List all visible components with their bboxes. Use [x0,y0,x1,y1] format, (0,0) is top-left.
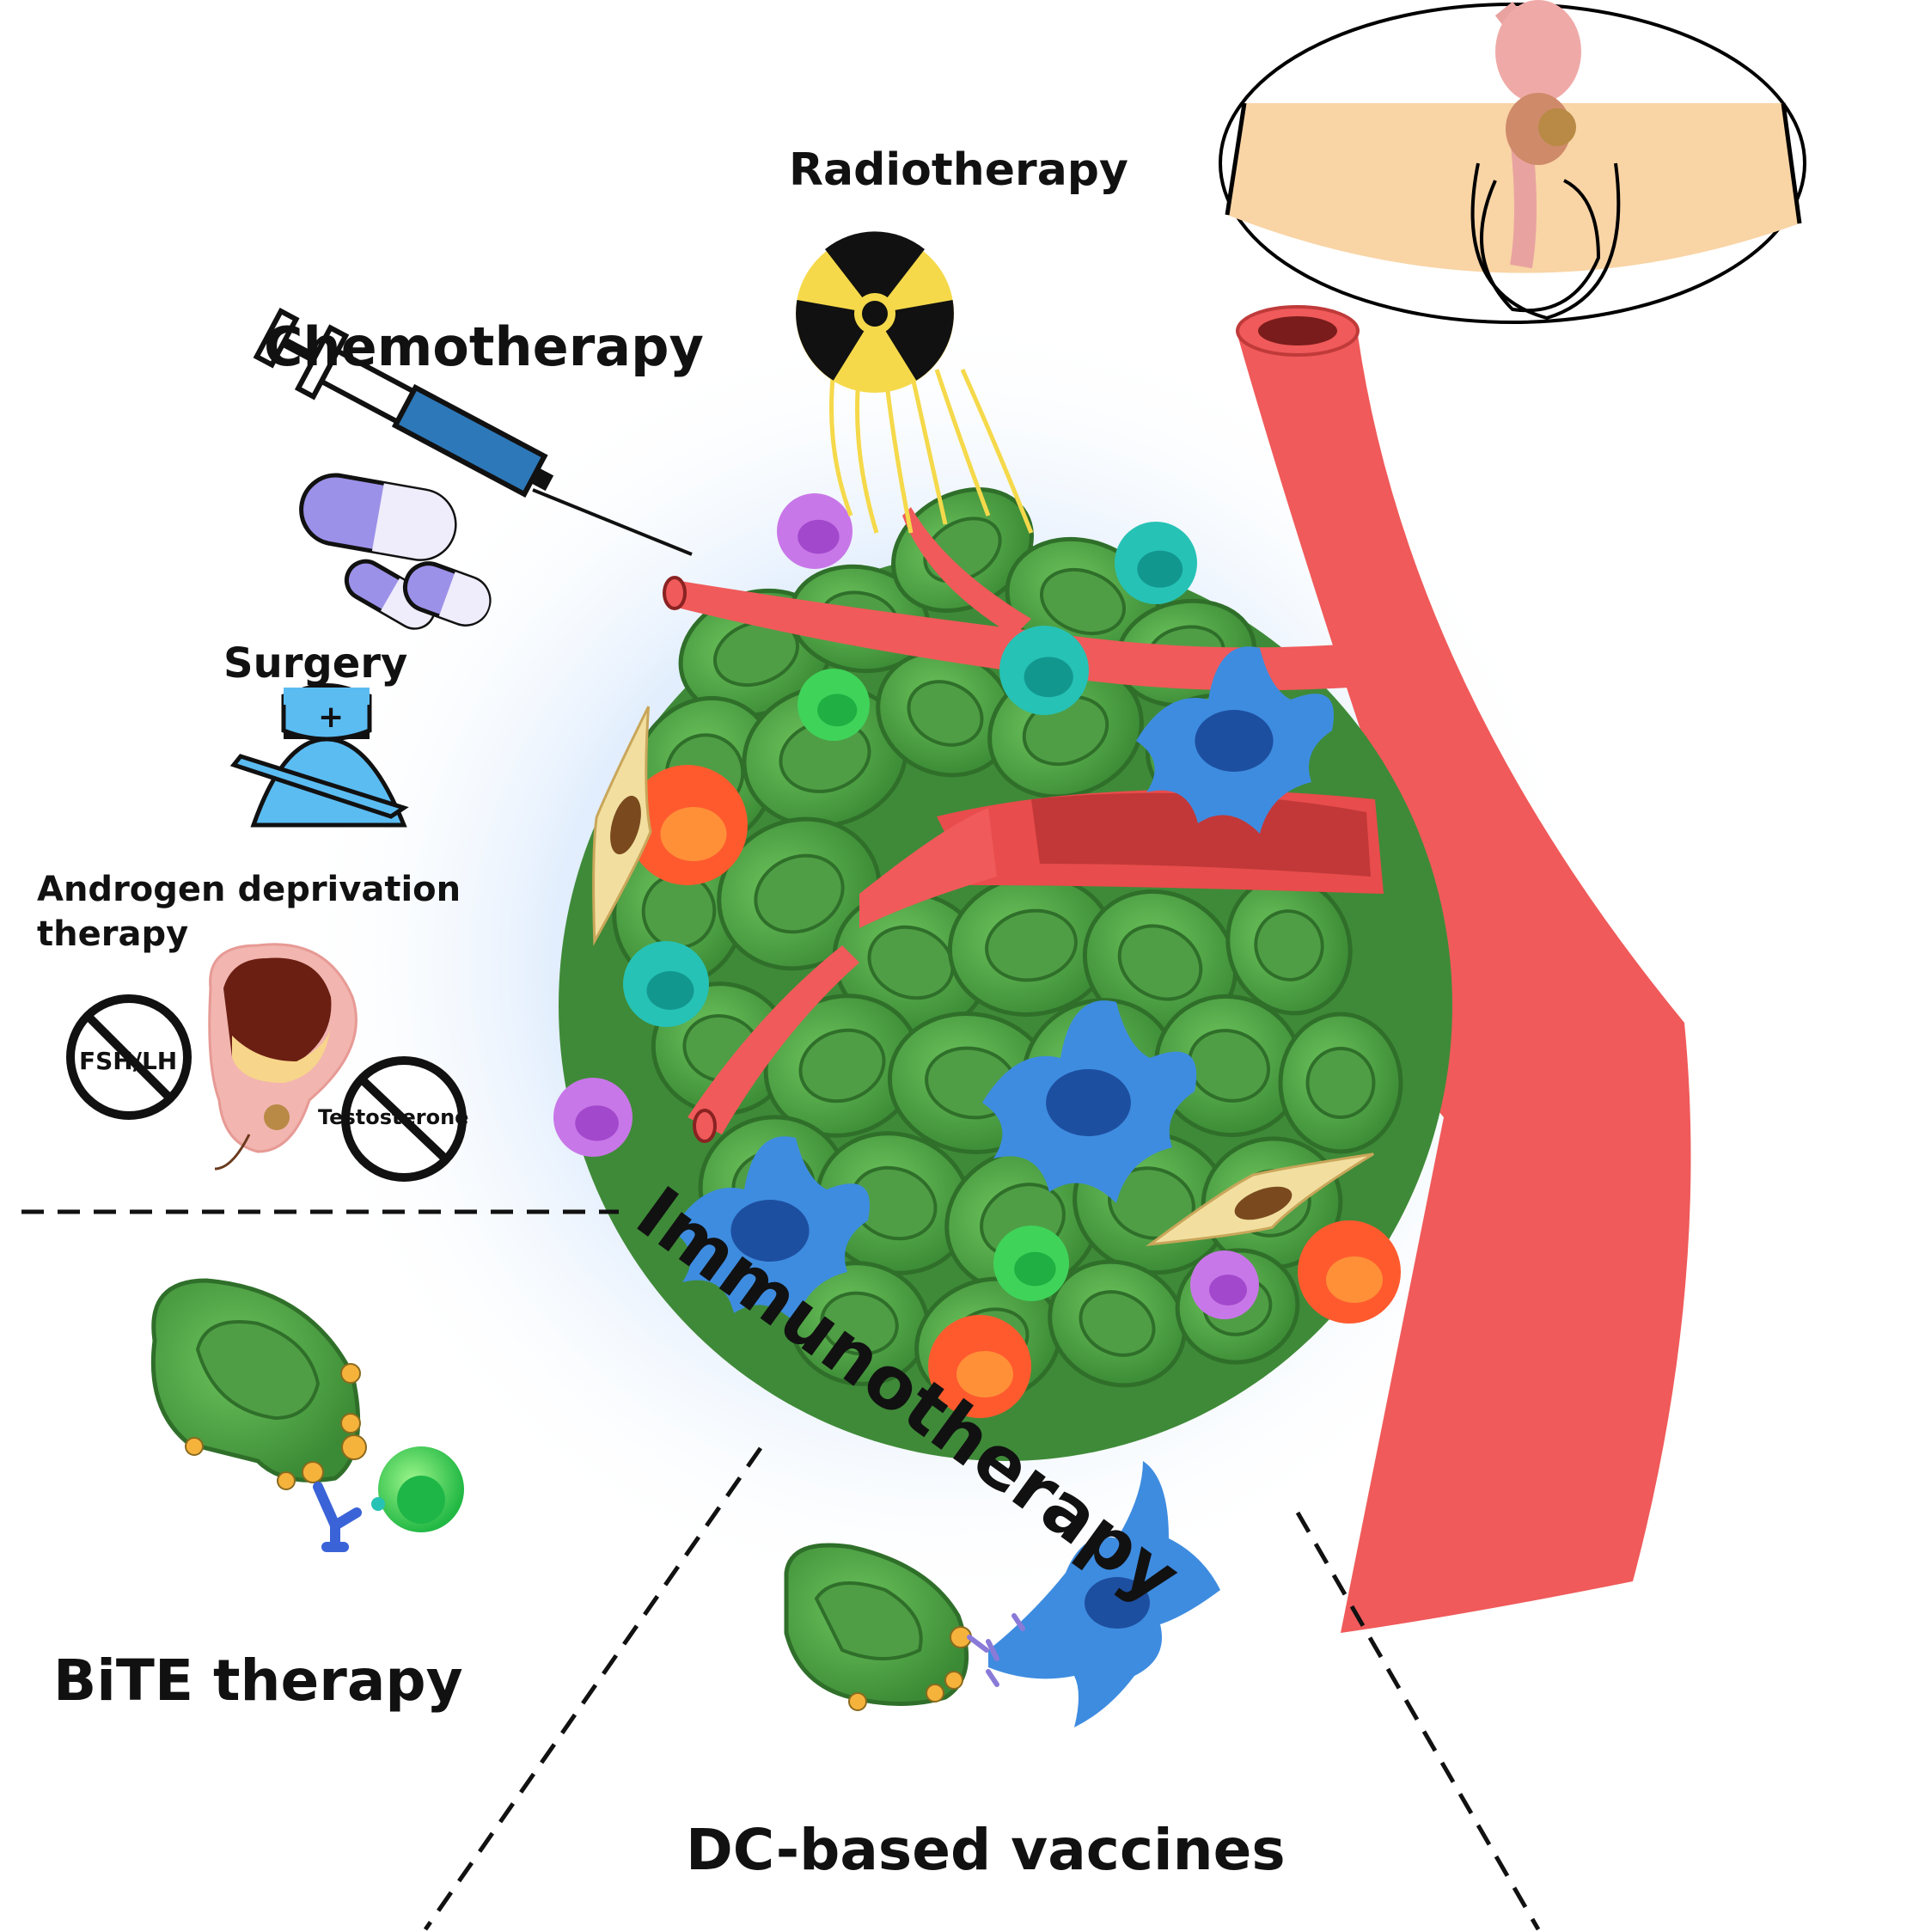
blood-vessel [1236,305,1691,1633]
macrophage-cell [623,941,709,1027]
neutrophil-cell [553,1078,632,1157]
red-blood-cell [928,1315,1031,1418]
prostate-icon [208,943,358,1171]
adt-label-line2: therapy [37,914,188,954]
adt-label-line1: Androgen deprivation [37,870,461,909]
fibroblast-cell [592,706,652,946]
fibroblast-cell [1146,1152,1374,1246]
tumor-cell [1048,1259,1187,1388]
bite-therapy-label: BiTE therapy [53,1648,463,1714]
prohibition-icon [66,994,467,1182]
bite-illustration [150,1278,464,1552]
red-blood-cell [627,765,748,885]
tumor-cell [876,649,1015,778]
tumor-cell [832,890,990,1035]
fsh-lh-label: FSH/LH [79,1047,177,1075]
t-cell [798,669,870,741]
dc-vaccines-label: DC-based vaccines [686,1817,1286,1883]
tumor-cell [1225,875,1353,1016]
tumor-cell [1154,994,1304,1138]
tumor-vessels [663,507,1384,1143]
body-inset-icon [1219,0,1806,324]
radiation-icon [796,231,1034,534]
t-cell [993,1226,1069,1301]
radiotherapy-label: Radiotherapy [789,144,1128,196]
macrophage-cell [1115,522,1197,604]
macrophage-cell [999,626,1089,715]
dendritic-cell [982,1000,1197,1203]
testosterone-label: Testosterone [318,1105,468,1129]
tumor-cell [947,874,1115,1017]
surgeon-icon: + [229,683,409,828]
dendritic-cell [672,1136,870,1324]
syringe-icon [253,308,693,556]
tumor-cell [1278,1012,1403,1154]
section-dividers [21,1209,1541,1931]
chemotherapy-label: Chemotherapy [264,315,704,378]
tumor-cell [763,994,921,1138]
surgery-label: Surgery [223,639,407,688]
neutrophil-cell [777,493,852,569]
dendritic-cell [1136,646,1334,834]
tumor-cell [891,486,1034,614]
red-blood-cell [1298,1220,1401,1324]
svg-text:+: + [318,700,344,735]
neutrophil-cell [1190,1250,1259,1319]
dc-vaccine-illustration [784,1461,1220,1727]
capsule-icon [299,473,492,630]
immune-cells [553,493,1401,1418]
